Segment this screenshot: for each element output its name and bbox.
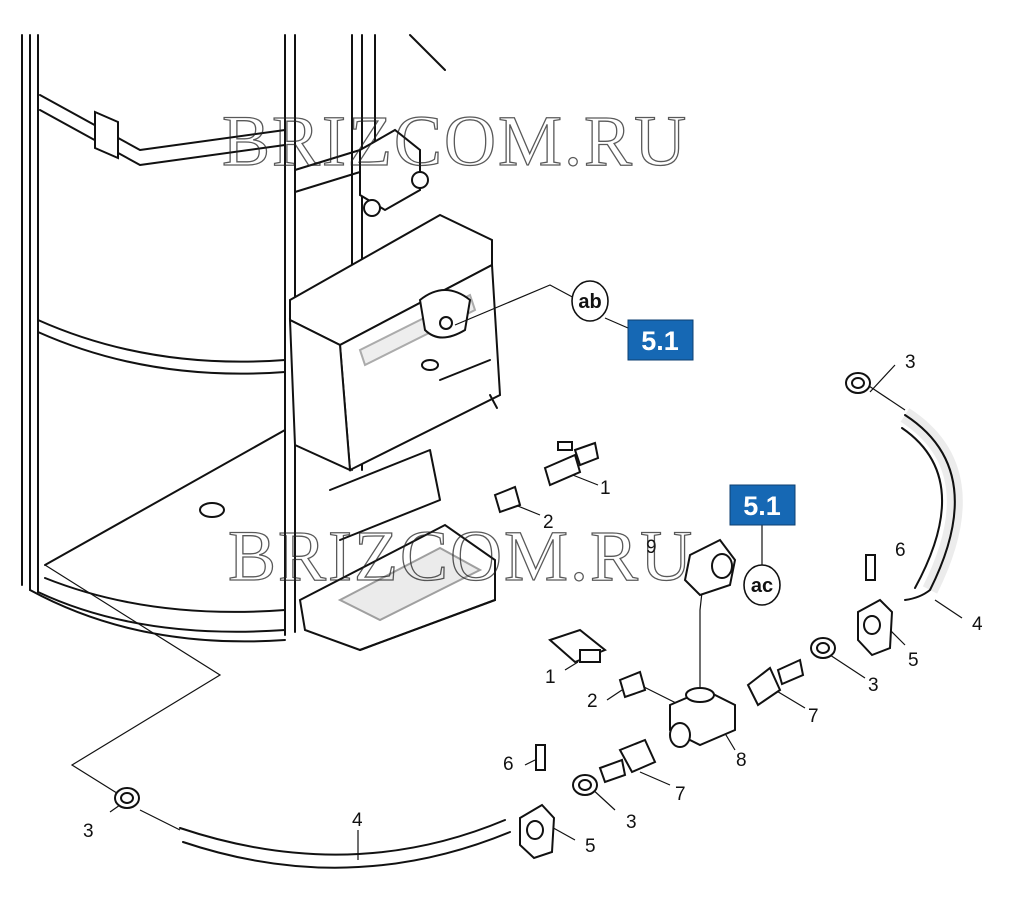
part-label: 7 — [675, 784, 686, 805]
part-label: 2 — [543, 512, 554, 533]
hoses — [179, 408, 963, 869]
part-label: 4 — [972, 614, 983, 635]
part-labels: 1 2 3 4 5 6 7 8 9 1 2 3 4 5 6 7 3 3 — [83, 352, 983, 857]
part-label: 3 — [626, 812, 637, 833]
part-label: 1 — [545, 667, 556, 688]
cabinet-frame — [21, 34, 446, 643]
part-label: 4 — [352, 810, 363, 831]
reference-badge-2: 5.1 — [729, 484, 796, 526]
part-label: 9 — [646, 537, 657, 558]
clamps — [114, 372, 871, 809]
part-label: 6 — [503, 754, 514, 775]
part-label: 3 — [83, 821, 94, 842]
part-label: 3 — [905, 352, 916, 373]
svg-text:5.1: 5.1 — [641, 326, 679, 356]
svg-text:5.1: 5.1 — [743, 491, 781, 521]
drip-tray — [298, 449, 496, 652]
svg-text:ab: ab — [578, 291, 601, 313]
svg-text:ac: ac — [751, 575, 773, 597]
part-label: 5 — [908, 650, 919, 671]
part-label: 1 — [600, 478, 611, 499]
part-label: 2 — [587, 691, 598, 712]
holder-bracket — [288, 213, 502, 472]
hose-holders — [519, 554, 894, 860]
circled-ref-ac: ac — [743, 564, 781, 606]
part-label: 8 — [736, 750, 747, 771]
watermark-top: BRIZCOM.RU — [222, 101, 688, 181]
reference-badge-1: 5.1 — [627, 319, 694, 361]
part-label: 3 — [868, 675, 879, 696]
watermark-middle: BRIZCOM.RU — [228, 516, 694, 596]
part-label: 6 — [895, 540, 906, 561]
fittings — [493, 441, 805, 784]
circled-ref-ab: ab — [571, 280, 609, 322]
part-label: 5 — [585, 836, 596, 857]
part-label: 7 — [808, 706, 819, 727]
